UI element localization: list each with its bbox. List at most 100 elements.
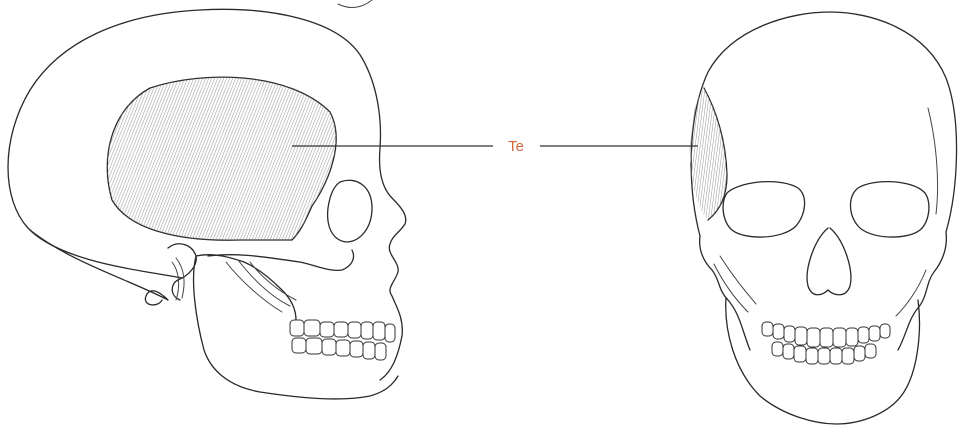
muscle-fiber-stroke xyxy=(310,70,380,245)
muscle-fiber-stroke xyxy=(187,70,257,245)
muscle-fiber-stroke xyxy=(151,70,221,245)
muscle-fiber-stroke xyxy=(307,70,377,245)
muscle-fiber-stroke xyxy=(91,70,161,245)
muscle-fiber-stroke xyxy=(145,70,215,245)
muscle-fiber-stroke xyxy=(175,70,245,245)
muscle-fiber-stroke xyxy=(112,70,182,245)
lateral-styloid xyxy=(172,258,184,300)
muscle-fiber-stroke xyxy=(265,70,335,245)
muscle-fiber-stroke xyxy=(238,70,308,245)
muscle-fiber-stroke xyxy=(316,70,386,245)
frontal-right-orbit xyxy=(851,182,929,237)
frontal-nasal-aperture xyxy=(807,228,851,295)
muscle-fiber-stroke xyxy=(283,70,353,245)
muscle-fiber-stroke xyxy=(58,70,128,245)
muscle-fiber-stroke xyxy=(61,70,131,245)
frontal-left-orbit xyxy=(723,182,805,237)
muscle-fiber-stroke xyxy=(718,85,736,225)
muscle-fiber-stroke xyxy=(52,70,122,245)
muscle-fiber-stroke xyxy=(319,70,389,245)
muscle-fiber-stroke xyxy=(253,70,323,245)
muscle-fiber-stroke xyxy=(313,70,383,245)
muscle-fiber-stroke xyxy=(217,70,287,245)
lateral-masseter-hint xyxy=(226,260,296,312)
muscle-fiber-stroke xyxy=(46,70,116,245)
lateral-temporalis-muscle xyxy=(40,70,398,245)
muscle-fiber-stroke xyxy=(172,70,242,245)
muscle-fiber-stroke xyxy=(76,70,146,245)
muscle-fiber-stroke xyxy=(208,70,278,245)
muscle-fiber-stroke xyxy=(289,70,359,245)
muscle-fiber-stroke xyxy=(85,70,155,245)
muscle-fiber-stroke xyxy=(244,70,314,245)
lateral-upper-teeth xyxy=(290,320,395,342)
muscle-fiber-stroke xyxy=(235,70,305,245)
muscle-fiber-stroke xyxy=(79,70,149,245)
muscle-fiber-stroke xyxy=(106,70,176,245)
muscle-fiber-stroke xyxy=(728,85,746,225)
muscle-fiber-stroke xyxy=(109,70,179,245)
lateral-occipital xyxy=(30,230,168,305)
muscle-fiber-stroke xyxy=(40,70,110,245)
lateral-lower-teeth xyxy=(292,338,386,360)
muscle-fiber-stroke xyxy=(55,70,125,245)
muscle-fiber-stroke xyxy=(730,85,748,225)
muscle-fiber-stroke xyxy=(67,70,137,245)
muscle-fiber-stroke xyxy=(181,70,251,245)
muscle-fiber-stroke xyxy=(205,70,275,245)
muscle-fiber-stroke xyxy=(157,70,227,245)
frontal-temporal-line-right xyxy=(928,108,938,214)
frontal-temporalis-muscle xyxy=(670,85,748,225)
muscle-fiber-stroke xyxy=(715,85,733,225)
muscle-fiber-stroke xyxy=(211,70,281,245)
temporalis-label: Te xyxy=(508,138,524,155)
muscle-fiber-stroke xyxy=(43,70,113,245)
muscle-fiber-stroke xyxy=(190,70,260,245)
muscle-fiber-stroke xyxy=(115,70,185,245)
muscle-fiber-stroke xyxy=(214,70,284,245)
muscle-fiber-stroke xyxy=(196,70,266,245)
frontal-left-cheek xyxy=(700,236,750,350)
muscle-fiber-stroke xyxy=(328,70,398,245)
muscle-fiber-stroke xyxy=(49,70,119,245)
frontal-cranium-outline xyxy=(691,12,956,236)
muscle-fiber-stroke xyxy=(675,85,693,225)
muscle-fiber-stroke xyxy=(169,70,239,245)
frontal-right-cheek xyxy=(898,232,946,350)
muscle-fiber-stroke xyxy=(322,70,392,245)
muscle-fiber-stroke xyxy=(100,70,170,245)
muscle-fiber-stroke xyxy=(193,70,263,245)
muscle-fiber-stroke xyxy=(280,70,350,245)
muscle-fiber-stroke xyxy=(256,70,326,245)
muscle-fiber-stroke xyxy=(154,70,224,245)
lateral-skull xyxy=(8,9,406,399)
muscle-fiber-stroke xyxy=(226,70,296,245)
muscle-fiber-stroke xyxy=(130,70,200,245)
muscle-fiber-stroke xyxy=(139,70,209,245)
muscle-fiber-stroke xyxy=(178,70,248,245)
muscle-fiber-stroke xyxy=(670,85,688,225)
muscle-fiber-stroke xyxy=(184,70,254,245)
muscle-fiber-stroke xyxy=(199,70,269,245)
muscle-fiber-stroke xyxy=(142,70,212,245)
muscle-fiber-stroke xyxy=(82,70,152,245)
muscle-fiber-stroke xyxy=(220,70,290,245)
muscle-fiber-stroke xyxy=(118,70,188,245)
muscle-fiber-stroke xyxy=(136,70,206,245)
muscle-fiber-stroke xyxy=(673,85,691,225)
temporalis-label-group: Te xyxy=(292,138,698,155)
muscle-fiber-stroke xyxy=(277,70,347,245)
lateral-orbit xyxy=(328,180,372,242)
muscle-fiber-stroke xyxy=(148,70,218,245)
lateral-ear-region xyxy=(168,244,196,300)
muscle-fiber-stroke xyxy=(292,70,362,245)
muscle-fiber-stroke xyxy=(229,70,299,245)
muscle-fiber-stroke xyxy=(73,70,143,245)
frontal-skull xyxy=(670,12,957,424)
cropped-stroke xyxy=(338,0,372,7)
muscle-fiber-stroke xyxy=(259,70,329,245)
muscle-fiber-stroke xyxy=(64,70,134,245)
lateral-ramus xyxy=(196,255,296,320)
muscle-fiber-stroke xyxy=(163,70,233,245)
